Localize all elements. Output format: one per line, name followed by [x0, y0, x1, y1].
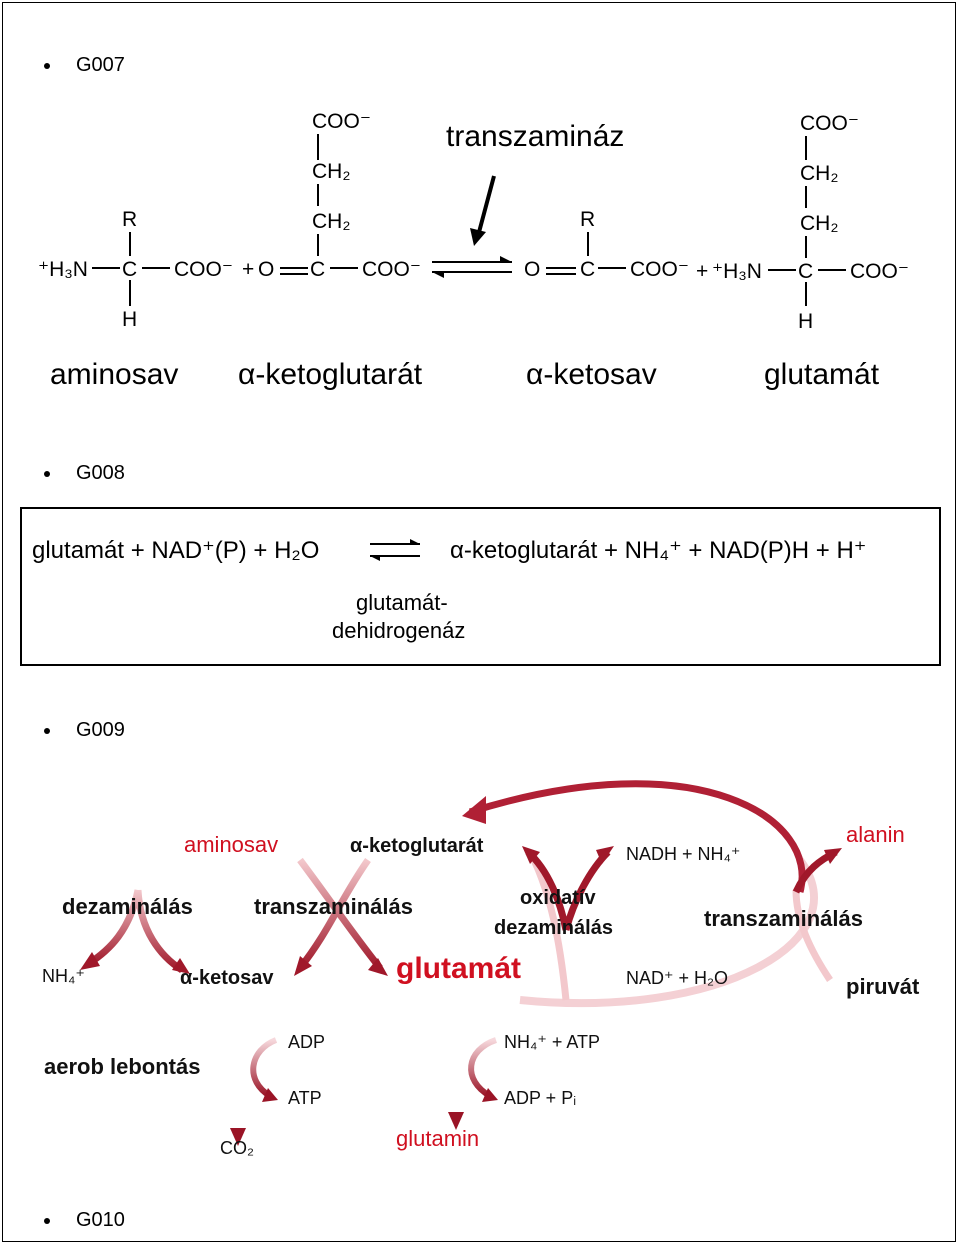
enzyme-label: transzamináz — [446, 120, 624, 153]
carboxylate: COO⁻ — [174, 258, 233, 281]
label-atp: ATP — [288, 1088, 322, 1108]
bullet-g010: G010 — [44, 1209, 125, 1232]
equation-right-side: α-ketoglutarát + NH₄⁺ + NAD(P)H + H⁺ — [450, 537, 866, 564]
label-adp: ADP — [288, 1032, 325, 1052]
atp-adp-arrowhead — [482, 1088, 498, 1102]
transamination-arrow-out — [297, 857, 371, 971]
ch2-group: CH₂ — [312, 210, 350, 233]
enzyme-label-line2: dehidrogenáz — [332, 618, 465, 643]
bullet-dot — [44, 1217, 50, 1224]
label-adp-pi: ADP + Pᵢ — [504, 1088, 576, 1108]
carboxylate: COO⁻ — [800, 112, 859, 135]
bullet-dot — [44, 470, 50, 477]
adp-atp-arrowhead — [262, 1088, 278, 1102]
label-dezaminalas: dezaminálás — [62, 894, 193, 919]
alpha-carbon: C — [798, 260, 813, 283]
deamination-arrowhead — [172, 958, 190, 974]
transamination-arrow-in — [297, 857, 383, 971]
keto-carbon: C — [580, 258, 595, 281]
label-transzaminalas-right: transzaminálás — [704, 906, 863, 931]
atp-adp-arrow — [468, 1037, 498, 1099]
label-alanin: alanin — [846, 822, 905, 847]
equation-left-side: glutamát + NAD⁺(P) + H₂O — [32, 537, 319, 564]
return-arc-arrowhead — [462, 796, 486, 824]
carboxylate: COO⁻ — [312, 110, 371, 133]
oxidative-deamination-arrowhead — [596, 846, 614, 864]
compound-name: α-ketosav — [526, 358, 657, 391]
label-nadh-nh4: NADH + NH₄⁺ — [626, 844, 740, 864]
plus-sign: + — [242, 258, 254, 281]
carboxylate: COO⁻ — [362, 258, 421, 281]
reverse-arrowhead — [370, 556, 380, 561]
bullet-label: G010 — [76, 1209, 125, 1231]
bullet-g008: G008 — [44, 462, 125, 485]
compound-name: glutamát — [764, 358, 880, 391]
enzyme-label-line1: glutamát- — [356, 590, 448, 615]
label-transzaminalas-left: transzaminálás — [254, 894, 413, 919]
bullet-label: G009 — [76, 719, 125, 741]
transamination-arrowhead — [368, 958, 388, 976]
return-arc-faded — [519, 857, 818, 1008]
label-aerob-lebontas: aerob lebontás — [44, 1054, 200, 1079]
deamination-arrowhead — [80, 952, 100, 970]
bullet-label: G008 — [76, 462, 125, 484]
transamination-right-faded — [792, 889, 833, 982]
label-co2: CO₂ — [220, 1138, 254, 1158]
oxygen: O — [524, 258, 540, 281]
label-nh4-atp: NH₄⁺ + ATP — [504, 1032, 600, 1052]
carboxylate: COO⁻ — [630, 258, 689, 281]
forward-arrowhead — [410, 539, 420, 544]
carboxylate: COO⁻ — [850, 260, 909, 283]
ch2-group: CH₂ — [312, 160, 350, 183]
label-oxidativ: oxidatív — [520, 887, 596, 909]
transamination-arrowhead — [294, 956, 312, 976]
oxidative-deamination-arrowhead — [522, 846, 540, 864]
forward-arrowhead — [500, 256, 512, 262]
bullet-label: G007 — [76, 54, 125, 76]
label-aminosav: aminosav — [184, 832, 278, 857]
ch2-group: CH₂ — [800, 212, 838, 235]
ch2-group: CH₂ — [800, 162, 838, 185]
label-nh4: NH₄⁺ — [42, 966, 85, 986]
transamination-reaction-diagram: transzamináz R ⁺H₃N C COO⁻ H + O C COO⁻ … — [38, 110, 909, 391]
amino-group: ⁺H₃N — [712, 260, 762, 283]
label-nad-h2o: NAD⁺ + H₂O — [626, 968, 728, 988]
label-alpha-ketosav: α-ketosav — [180, 967, 274, 989]
glutamine-synthesis-arrowhead — [448, 1112, 464, 1130]
label-glutamat: glutamát — [396, 952, 521, 985]
bullet-dot — [44, 727, 50, 734]
label-piruvat: piruvát — [846, 974, 920, 999]
label-glutamin: glutamin — [396, 1126, 479, 1151]
equation-frame — [20, 507, 941, 666]
compound-name: α-ketoglutarát — [238, 358, 423, 391]
reverse-arrowhead — [432, 272, 444, 278]
amino-group: ⁺H₃N — [38, 258, 88, 281]
alpha-carbon: C — [122, 258, 137, 281]
label-oxidativ-dezaminalas: dezaminálás — [494, 917, 613, 939]
transamination-right-arrowhead — [824, 848, 842, 864]
bullet-g007: G007 — [44, 54, 125, 77]
compound-name: aminosav — [50, 358, 178, 391]
bullet-dot — [44, 62, 50, 69]
label-alpha-ketoglutarat: α-ketoglutarát — [350, 835, 484, 857]
r-group: R — [580, 208, 595, 231]
bullet-g009: G009 — [44, 719, 125, 742]
enzyme-pointer-arrow — [470, 228, 486, 246]
plus-sign: + — [696, 260, 708, 283]
keto-carbon: C — [310, 258, 325, 281]
hydrogen: H — [798, 310, 813, 333]
hydrogen: H — [122, 308, 137, 331]
adp-atp-arrow — [250, 1037, 278, 1099]
oxygen: O — [258, 258, 274, 281]
return-arc — [468, 780, 806, 893]
aerobic-breakdown-arrowhead — [230, 1128, 246, 1146]
r-group: R — [122, 208, 137, 231]
